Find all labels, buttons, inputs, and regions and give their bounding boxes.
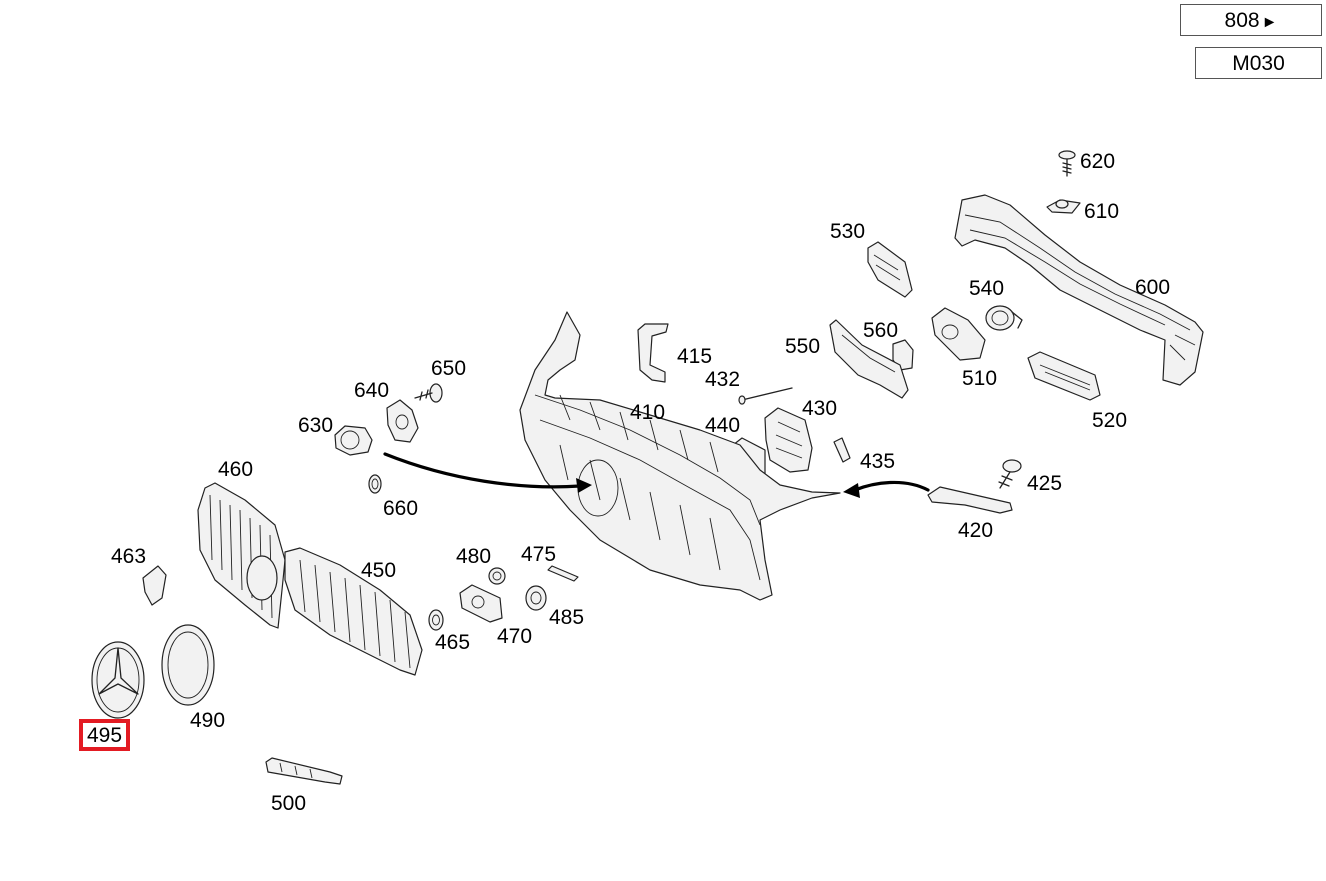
callout-520[interactable]: 520 (1092, 409, 1128, 432)
callout-640[interactable]: 640 (354, 379, 390, 402)
part-450-grille-insert-drawing[interactable] (284, 547, 423, 676)
part-475-cover-drawing[interactable] (547, 565, 579, 582)
callout-425[interactable]: 425 (1027, 472, 1063, 495)
callout-430[interactable]: 430 (802, 397, 838, 420)
part-500-bracket-drawing[interactable] (265, 757, 343, 785)
part-415-bracket-drawing[interactable] (637, 323, 669, 383)
callout-495-highlighted[interactable]: 495 (78, 719, 131, 751)
reference-808-link[interactable]: 808► (1180, 4, 1322, 36)
part-435-clip-drawing[interactable] (833, 437, 851, 463)
reference-808-label: 808 (1224, 9, 1260, 32)
part-432-rivet-drawing[interactable] (738, 387, 793, 405)
callout-450[interactable]: 450 (361, 559, 397, 582)
part-600-energy-absorber-drawing[interactable] (954, 194, 1204, 386)
callout-560[interactable]: 560 (863, 319, 899, 342)
part-465-ring-drawing[interactable] (428, 609, 444, 631)
callout-620[interactable]: 620 (1080, 150, 1116, 173)
callout-550[interactable]: 550 (785, 335, 821, 358)
callout-440[interactable]: 440 (705, 414, 741, 437)
callout-475[interactable]: 475 (521, 543, 557, 566)
part-480-sensor-drawing[interactable] (488, 567, 506, 585)
assembly-arrow-630-to-410 (383, 452, 582, 489)
part-485-sensor-drawing[interactable] (525, 585, 547, 611)
callout-485[interactable]: 485 (549, 606, 585, 629)
part-470-camera-bracket-drawing[interactable] (459, 584, 503, 623)
part-420-bracket-drawing[interactable] (927, 486, 1013, 514)
arrowhead-icon (576, 478, 592, 493)
callout-480[interactable]: 480 (456, 545, 492, 568)
callout-500[interactable]: 500 (271, 792, 307, 815)
part-495-star-emblem-drawing[interactable] (91, 641, 145, 719)
callout-415[interactable]: 415 (677, 345, 713, 368)
part-530-bracket-drawing[interactable] (867, 241, 913, 298)
part-410-bumper-cover-drawing[interactable] (519, 311, 841, 601)
part-510-sensor-holder-drawing[interactable] (931, 307, 986, 361)
callout-420[interactable]: 420 (958, 519, 994, 542)
assembly-arrow-420-to-410 (853, 480, 930, 492)
part-463-bracket-drawing[interactable] (142, 565, 167, 606)
part-425-screw-drawing[interactable] (998, 459, 1022, 489)
part-560-sensor-drawing[interactable] (892, 339, 914, 371)
callout-650[interactable]: 650 (431, 357, 467, 380)
arrow-right-icon: ► (1261, 14, 1278, 31)
callout-490[interactable]: 490 (190, 709, 226, 732)
part-430-bracket-drawing[interactable] (764, 407, 813, 473)
callout-470[interactable]: 470 (497, 625, 533, 648)
part-640-sensor-holder-drawing[interactable] (386, 399, 419, 443)
callout-660[interactable]: 660 (383, 497, 419, 520)
callout-600[interactable]: 600 (1135, 276, 1171, 299)
part-520-bracket-drawing[interactable] (1027, 351, 1101, 401)
part-650-bolt-drawing[interactable] (414, 383, 443, 403)
part-550-duct-drawing[interactable] (829, 319, 909, 399)
callout-432[interactable]: 432 (705, 368, 741, 391)
callout-410[interactable]: 410 (630, 401, 666, 424)
part-540-sensor-drawing[interactable] (985, 305, 1023, 331)
part-660-ring-drawing[interactable] (368, 474, 382, 494)
callout-465[interactable]: 465 (435, 631, 471, 654)
part-460-radiator-grille-drawing[interactable] (197, 482, 286, 629)
part-620-screw-drawing[interactable] (1058, 150, 1076, 177)
reference-m030-label: M030 (1232, 52, 1285, 75)
callout-530[interactable]: 530 (830, 220, 866, 243)
part-630-sensor-drawing[interactable] (334, 425, 373, 456)
callout-463[interactable]: 463 (111, 545, 147, 568)
part-490-star-bezel-drawing[interactable] (161, 624, 215, 706)
callout-460[interactable]: 460 (218, 458, 254, 481)
part-610-clip-drawing[interactable] (1046, 199, 1081, 214)
callout-540[interactable]: 540 (969, 277, 1005, 300)
callout-510[interactable]: 510 (962, 367, 998, 390)
callout-610[interactable]: 610 (1084, 200, 1120, 223)
reference-m030-link[interactable]: M030 (1195, 47, 1322, 79)
arrowhead-icon (843, 483, 860, 498)
callout-435[interactable]: 435 (860, 450, 896, 473)
callout-630[interactable]: 630 (298, 414, 334, 437)
